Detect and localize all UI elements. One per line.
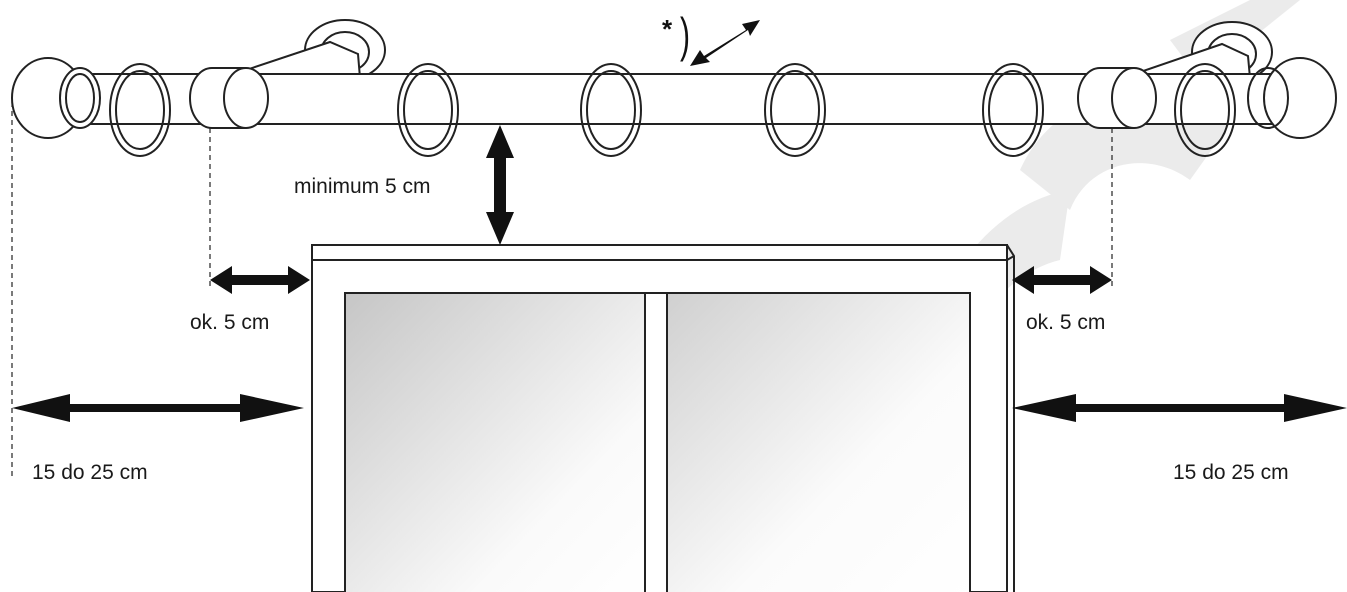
- ring: [982, 63, 1044, 157]
- left-overlap-arrow: [210, 266, 310, 294]
- right-overlap-label: ok. 5 cm: [1026, 311, 1106, 334]
- top-gap-arrow: [486, 125, 514, 245]
- dimension-arrows: [12, 20, 1347, 422]
- footnote-marker: *: [662, 14, 673, 44]
- left-overlap-label: ok. 5 cm: [190, 311, 270, 334]
- window-pane-left: [344, 292, 646, 592]
- left-collar: [189, 67, 269, 129]
- left-finial: [11, 57, 101, 139]
- left-extension-arrow: [12, 394, 304, 422]
- ring: [109, 63, 171, 157]
- ring: [397, 63, 459, 157]
- window-pane-right: [666, 292, 971, 592]
- curtain-rings: [109, 63, 1236, 157]
- right-extension-label: 15 do 25 cm: [1173, 461, 1289, 484]
- window-mullion: [644, 292, 668, 592]
- footnote-paren: ): [680, 9, 690, 63]
- ring: [764, 63, 826, 157]
- ring: [1174, 63, 1236, 157]
- window: [311, 244, 1015, 592]
- right-extension-arrow: [1012, 394, 1347, 422]
- top-gap-label: minimum 5 cm: [294, 175, 431, 198]
- right-finial: [1247, 57, 1337, 139]
- right-collar: [1077, 67, 1157, 129]
- footnote-arrow: [690, 20, 760, 66]
- right-overlap-arrow: [1012, 266, 1112, 294]
- left-extension-label: 15 do 25 cm: [32, 461, 148, 484]
- ring: [580, 63, 642, 157]
